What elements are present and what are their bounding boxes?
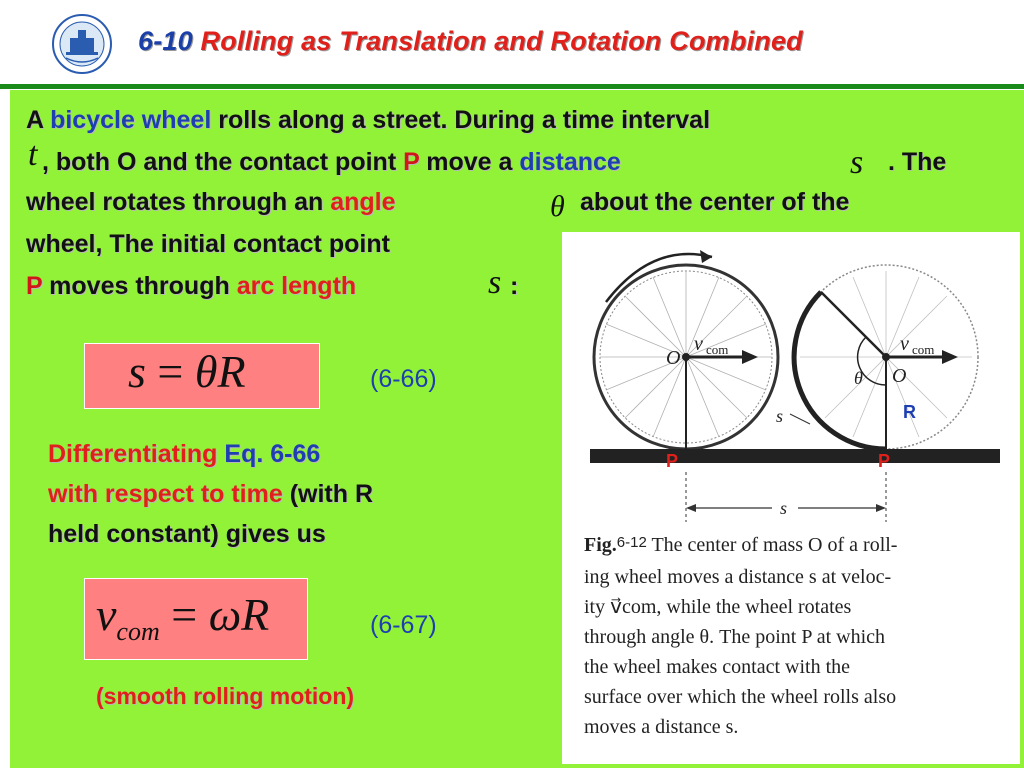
header-rule bbox=[0, 84, 1024, 89]
text-with-r: (with R bbox=[282, 480, 374, 508]
caption-text-1: The center of mass O of a roll- bbox=[651, 534, 898, 556]
term-bicycle-wheel: bicycle wheel bbox=[50, 106, 212, 134]
slide-title: 6-10 Rolling as Translation and Rotation… bbox=[138, 26, 803, 57]
equation-6-66-box bbox=[84, 343, 320, 409]
intro-line-3a: wheel rotates through an angle bbox=[26, 182, 396, 222]
label-o-right: O bbox=[892, 365, 906, 387]
ground-surface bbox=[590, 449, 1000, 463]
fig-number: 6-12 bbox=[616, 534, 647, 551]
diff-line-3: held constant) gives us bbox=[48, 520, 326, 548]
text-moves-through: moves through bbox=[42, 272, 237, 300]
equation-6-67-label: (6-67) bbox=[370, 611, 437, 639]
eq1-rhs: θR bbox=[194, 346, 246, 397]
rolling-wheel-figure: O O v com v com θ s s R P P bbox=[590, 250, 1000, 522]
eq2-rhs: ωR bbox=[208, 589, 270, 640]
header: 6-10 Rolling as Translation and Rotation… bbox=[0, 0, 1024, 84]
caption-line-2: ing wheel moves a distance s at veloc- bbox=[584, 566, 892, 588]
caption-line-5: the wheel makes contact with the bbox=[584, 656, 851, 678]
smooth-rolling-note: (smooth rolling motion) bbox=[96, 683, 355, 709]
equation-6-67-box bbox=[84, 578, 308, 660]
label-vcom-right: v bbox=[900, 333, 909, 355]
equation-6-66: s = θR bbox=[128, 345, 246, 398]
left-wheel bbox=[592, 263, 780, 451]
label-theta: θ bbox=[854, 368, 863, 388]
eq2-v: v bbox=[96, 589, 117, 640]
text-wheel-rotates: wheel rotates through an bbox=[26, 188, 331, 216]
label-vcom-left-sub: com bbox=[706, 342, 728, 357]
intro-line-2-end: . The bbox=[888, 148, 947, 176]
caption-line-3: ity v⃗com, while the wheel rotates bbox=[584, 596, 852, 618]
eq1-lhs: s bbox=[128, 346, 146, 397]
rotation-arrow-head bbox=[700, 250, 712, 263]
label-p-left: P bbox=[666, 451, 678, 471]
label-o-left: O bbox=[666, 347, 680, 369]
text-a: A bbox=[26, 106, 51, 134]
intro-line-2: , both O and the contact point P move a … bbox=[42, 142, 621, 182]
label-s-dimension: s bbox=[780, 498, 787, 518]
text-rolls: rolls along a street. During a time inte… bbox=[211, 106, 711, 134]
diff-line-2: with respect to time (with R bbox=[48, 474, 373, 514]
eq1-equals: = bbox=[157, 346, 184, 397]
intro-colon: : bbox=[510, 272, 519, 300]
symbol-s-2: s bbox=[488, 264, 502, 301]
diff-line-1: Differentiating Eq. 6-66 bbox=[48, 434, 320, 474]
symbol-s: s bbox=[850, 144, 864, 181]
rotation-arrow-curve bbox=[605, 252, 713, 303]
title-number: 6-10 bbox=[138, 26, 193, 56]
term-with-respect-to-time: with respect to time bbox=[48, 480, 283, 508]
symbol-theta: θ bbox=[550, 190, 565, 223]
eq2-sub: com bbox=[116, 617, 160, 646]
intro-line-5: P moves through arc length bbox=[26, 266, 356, 306]
intro-line-3b: about the center of the bbox=[580, 188, 850, 216]
intro-line-1: A bicycle wheel rolls along a street. Du… bbox=[26, 100, 710, 140]
term-arc-length: arc length bbox=[236, 272, 357, 300]
arc-length-s bbox=[791, 290, 887, 452]
label-r: R bbox=[903, 402, 916, 422]
text-both: , both O and the contact point bbox=[42, 148, 404, 176]
label-vcom-right-sub: com bbox=[912, 342, 934, 357]
term-eq-6-66: Eq. 6-66 bbox=[217, 440, 321, 468]
university-logo bbox=[52, 14, 112, 74]
caption-line-7: moves a distance s. bbox=[584, 716, 739, 738]
intro-line-4: wheel, The initial contact point bbox=[26, 230, 390, 258]
term-p: P bbox=[403, 148, 420, 176]
term-p-2: P bbox=[26, 272, 43, 300]
equation-6-67: vcom = ωR bbox=[96, 588, 270, 646]
label-s-arc: s bbox=[776, 406, 783, 426]
figure-panel bbox=[562, 232, 1020, 764]
text-move: move a bbox=[419, 148, 520, 176]
caption-line-1: Fig.6-12 The center of mass O of a roll- bbox=[584, 530, 1004, 562]
title-text: Rolling as Translation and Rotation Comb… bbox=[200, 26, 803, 56]
figure-caption: Fig.6-12 The center of mass O of a roll-… bbox=[584, 530, 1004, 742]
term-angle: angle bbox=[330, 188, 396, 216]
term-distance: distance bbox=[519, 148, 621, 176]
symbol-t: t bbox=[28, 136, 38, 173]
eq2-equals: = bbox=[171, 589, 198, 640]
label-p-right: P bbox=[878, 451, 890, 471]
caption-line-6: surface over which the wheel rolls also bbox=[584, 686, 897, 708]
right-wheel bbox=[791, 264, 979, 452]
term-differentiating: Differentiating bbox=[48, 440, 218, 468]
label-vcom-left: v bbox=[694, 333, 703, 355]
caption-line-4: through angle θ. The point P at which bbox=[584, 626, 886, 648]
equation-6-66-label: (6-66) bbox=[370, 365, 437, 393]
fig-prefix: Fig. bbox=[584, 534, 617, 556]
